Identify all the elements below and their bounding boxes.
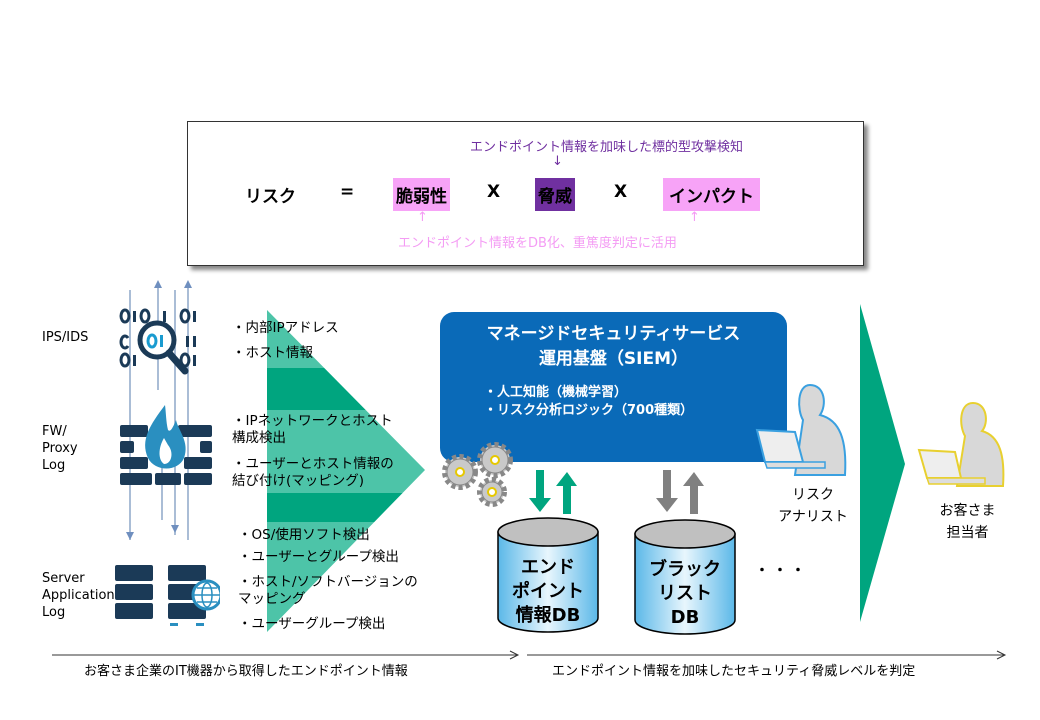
blacklist-db-cylinder — [634, 519, 736, 635]
times-sign: X — [614, 182, 628, 202]
siem-item: ・リスク分析ロジック（700種類） — [484, 403, 694, 418]
footer-left-label: お客さま企業のIT機器から取得したエンドポイント情報 — [84, 664, 408, 679]
up-arrow-icon: ↑ — [689, 210, 700, 225]
source-icons — [115, 280, 220, 626]
siem-title: マネージドセキュリティサービス — [486, 324, 741, 344]
source-label-server: Server Application Log — [42, 571, 115, 620]
up-arrow-icon: ↑ — [417, 210, 428, 225]
server-icon — [115, 565, 220, 626]
endpoint-item: ・OS/使用ソフト検出 — [238, 527, 370, 543]
down-arrow-icon: ↓ — [552, 154, 563, 169]
endpoint-item: ・ユーザーグループ検出 — [238, 616, 386, 632]
source-label-fw: FW/ Proxy Log — [42, 424, 78, 473]
endpoint-db-label: エンド ポイント 情報DB — [512, 557, 584, 626]
delivery-arrow — [860, 304, 905, 622]
customer-contact-label: お客さま 担当者 — [939, 503, 996, 541]
times-sign: X — [487, 182, 501, 202]
risk-label: リスク — [245, 187, 296, 207]
firewall-icon — [120, 405, 212, 485]
vulnerability-box: 脆弱性 — [393, 178, 450, 211]
endpoint-item: ・ユーザーとグループ検出 — [238, 549, 399, 565]
customer-contact-icon — [917, 401, 1005, 487]
footer-arrows — [52, 650, 1007, 660]
endpoint-item: ・ホスト/ソフトバージョンの マッピング — [238, 574, 418, 607]
source-label-ips: IPS/IDS — [42, 330, 89, 345]
analyst-label: リスク アナリスト — [778, 487, 848, 525]
endpoint-item: ・ホスト情報 — [232, 345, 313, 361]
blacklist-db-label: ブラック リスト DB — [649, 559, 721, 628]
threat-box: 脅威 — [535, 178, 575, 211]
siem-item: ・人工知能（機械学習） — [484, 385, 628, 400]
endpoint-db-note: エンドポイント情報をDB化、重篤度判定に活用 — [398, 236, 677, 251]
footer-right-label: エンドポイント情報を加味したセキュリティ脅威レベルを判定 — [552, 664, 916, 679]
endpoint-item: ・IPネットワークとホスト 構成検出 — [232, 413, 393, 446]
equals-sign: = — [340, 182, 355, 202]
binary-search-icon — [119, 308, 196, 375]
impact-box: インパクト — [663, 178, 760, 211]
endpoint-db-sync-arrows — [529, 470, 577, 514]
more-ellipsis: ・・・ — [755, 563, 809, 579]
analyst-icon — [755, 383, 847, 476]
endpoint-item: ・ユーザーとホスト情報の 結び付け(マッピング) — [232, 456, 394, 489]
siem-box: マネージドセキュリティサービス 運用基盤（SIEM） ・人工知能（機械学習） ・… — [440, 312, 787, 462]
siem-subtitle: 運用基盤（SIEM） — [538, 349, 689, 369]
threat-note: エンドポイント情報を加味した標的型攻撃検知 — [470, 140, 744, 155]
blacklist-db-sync-arrows — [656, 470, 704, 514]
gears-icon — [442, 442, 513, 507]
collection-arrow — [267, 310, 425, 632]
endpoint-item: ・内部IPアドレス — [232, 320, 339, 336]
endpoint-db-cylinder — [497, 517, 599, 633]
